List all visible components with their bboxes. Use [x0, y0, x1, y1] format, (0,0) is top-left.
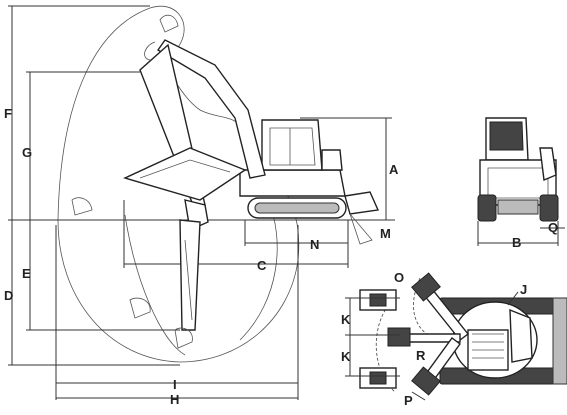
label-i: I [173, 377, 177, 392]
label-c: C [257, 258, 267, 273]
dimension-labels: F G A E D M N C I H B Q O J K K R P [4, 106, 558, 408]
label-j: J [520, 282, 527, 297]
label-k-bottom: K [341, 349, 351, 364]
label-b: B [512, 235, 521, 250]
excavator-side-view [71, 14, 380, 349]
label-g: G [22, 145, 32, 160]
label-e: E [22, 266, 31, 281]
label-q: Q [548, 220, 558, 235]
label-a: A [389, 162, 399, 177]
label-k-top: K [341, 312, 351, 327]
label-m: M [380, 226, 391, 241]
label-f: F [4, 106, 12, 121]
horizontal-dimension-lines [55, 200, 349, 400]
label-h: H [170, 392, 179, 407]
label-o: O [394, 270, 404, 285]
excavator-top-view [345, 272, 567, 401]
label-r: R [416, 348, 426, 363]
label-d: D [4, 288, 13, 303]
label-p: P [404, 393, 413, 408]
label-n: N [310, 237, 319, 252]
vertical-dimension-lines [8, 5, 392, 366]
excavator-front-view [477, 117, 565, 246]
